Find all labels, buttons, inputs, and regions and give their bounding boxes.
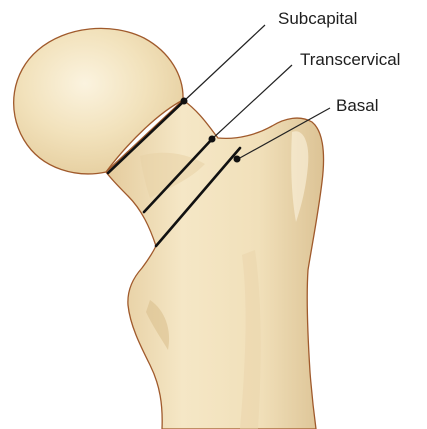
transcervical-marker-dot [209,136,216,143]
subcapital-leader-line [184,25,265,101]
transcervical-label: Transcervical [300,51,400,68]
basal-marker-dot [234,156,241,163]
basal-label: Basal [336,97,379,114]
subcapital-label: Subcapital [278,10,357,27]
subcapital-marker-dot [181,98,188,105]
femur-neck-and-shaft [106,100,324,429]
